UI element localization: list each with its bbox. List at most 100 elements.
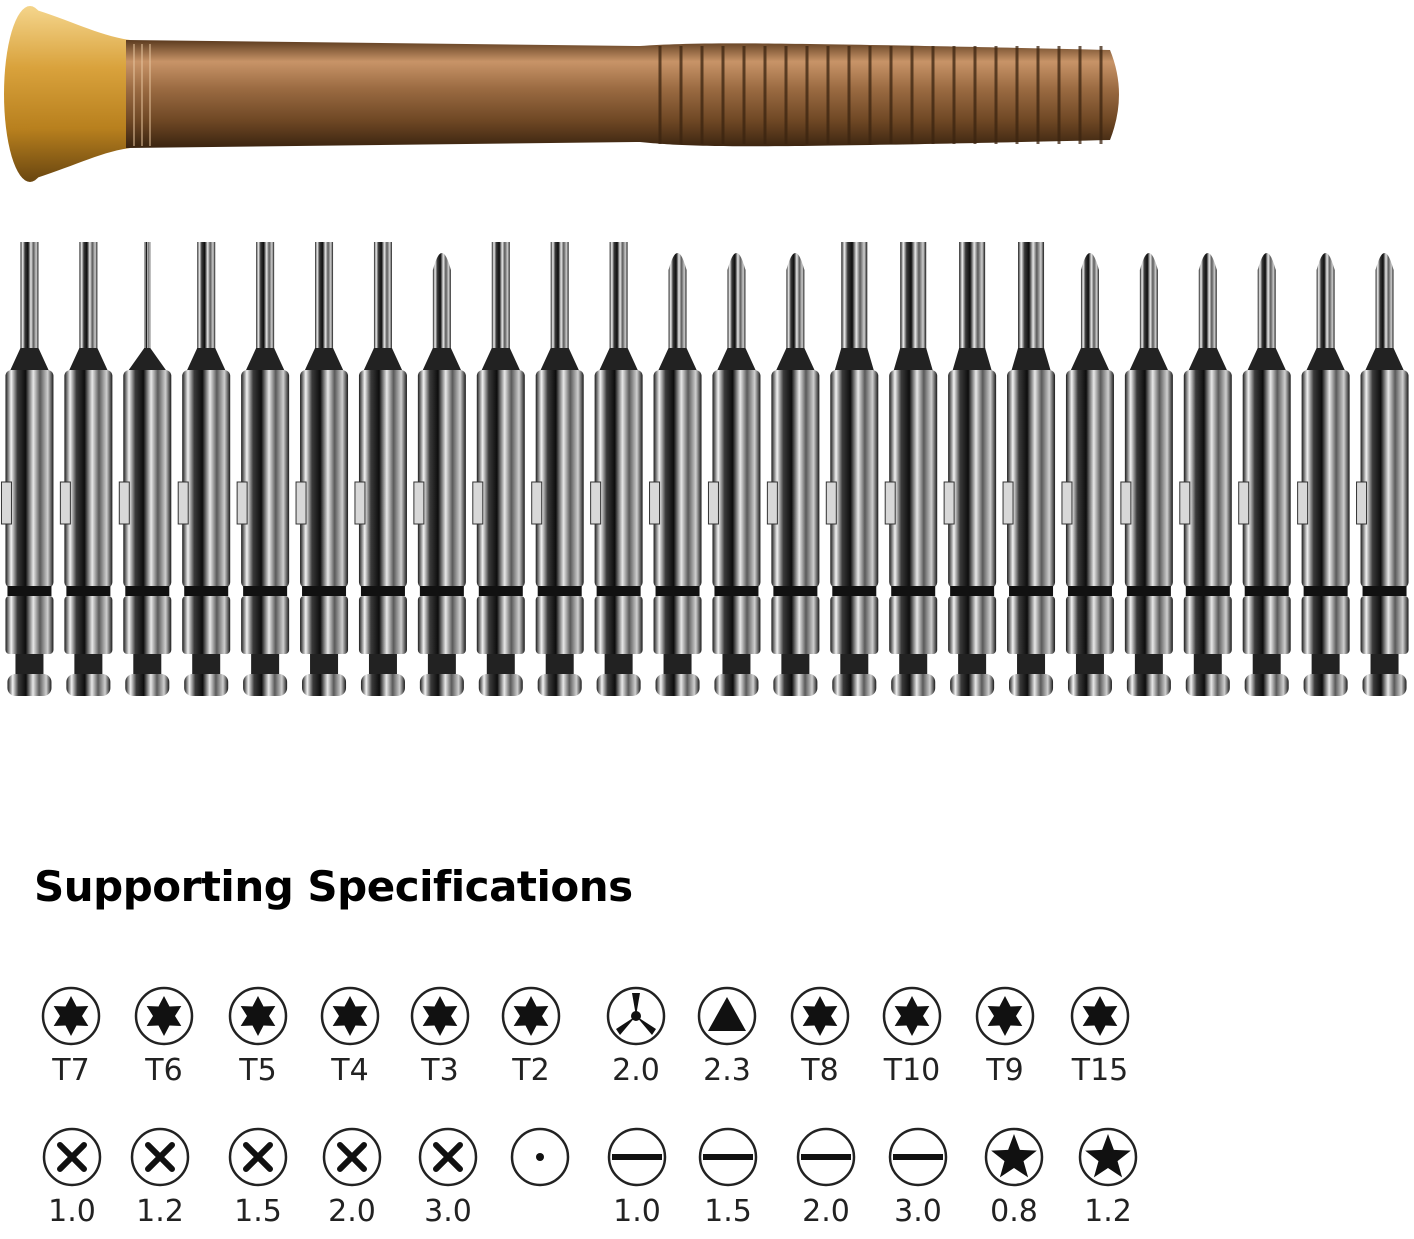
torx-icon [41,986,101,1046]
spec-label: 2.0 [802,1194,850,1229]
bit-collar [358,596,407,654]
pin-icon [510,1127,570,1187]
bit-neck [15,654,44,676]
bit-tip [1018,242,1045,352]
bit-shank [1183,370,1232,588]
bit-collar [1301,596,1350,654]
bit-groove [1362,586,1407,596]
bit-neck [1134,654,1163,676]
bit-taper [1069,348,1110,372]
bit-shank [830,370,879,588]
bit-collar [64,596,113,654]
spec-item: T7 [26,985,116,1095]
bit-neck [1017,654,1046,676]
bit-taper [1246,348,1287,372]
bit-collar [123,596,172,654]
bit-groove [7,586,52,596]
spec-label: 1.2 [136,1194,184,1229]
bit-groove [360,586,405,596]
bit-foot [891,674,936,696]
bit-notch [118,481,130,525]
bit [295,242,349,696]
bit-shank [358,370,407,588]
bit [825,242,879,696]
spec-label: T10 [883,1053,941,1088]
handle-body [126,40,1119,148]
bit-foot [596,674,641,696]
bit-shank [594,370,643,588]
torx-icon [134,986,194,1046]
bit-groove [302,586,347,596]
bit-neck [486,654,515,676]
phillips-icon [42,1127,102,1187]
bit-tip [550,242,569,352]
bit-foot [832,674,877,696]
bit-shank [1242,370,1291,588]
bit-foot [950,674,995,696]
bit-tip [491,242,510,352]
bit-foot [66,674,111,696]
bit-groove [1009,586,1054,596]
bit-notch [531,481,543,525]
spec-item: 1.2 [115,1126,205,1236]
bit-groove [655,586,700,596]
bit-notch [236,481,248,525]
slotted-icon [698,1127,758,1187]
bit-notch [825,481,837,525]
bit [1061,253,1114,696]
bit-neck [1311,654,1340,676]
bit-taper [9,348,50,372]
bit [531,242,584,696]
phillips-icon [228,1127,288,1187]
bit-groove [419,586,464,596]
spec-item: 1.2 [1063,1126,1153,1236]
bit-taper [480,348,521,372]
bit-taper [657,348,698,372]
bit-shank [948,370,997,588]
spec-item: 2.0 [591,985,681,1095]
bit-collar [1183,596,1232,654]
bit-groove [714,586,759,596]
bit [177,242,231,696]
bit-foot [714,674,759,696]
bit-tip [1198,253,1217,350]
bit-foot [1009,674,1054,696]
bit-collar [889,596,938,654]
bit-tip [315,242,334,352]
bit-groove [1185,586,1230,596]
spec-label: 1.2 [1084,1194,1132,1229]
bit-shank [653,370,702,588]
bit-collar [1360,596,1409,654]
bit-neck [368,654,397,676]
bit [707,253,761,696]
spec-label: 1.0 [48,1194,96,1229]
bit-groove [832,586,877,596]
bit-taper [598,348,639,372]
bit-collar [1007,596,1056,654]
bit-notch [766,481,778,525]
bit-tip [1257,253,1276,350]
bit-notch [1120,481,1132,525]
bit-tip [727,253,746,350]
bit-taper [952,348,993,372]
handle-flare [30,8,130,180]
bit-groove [596,586,641,596]
bit-notch [0,481,12,525]
spec-label: T7 [52,1053,90,1088]
spec-item: 3.0 [873,1126,963,1236]
bit-notch [1297,481,1309,525]
bit-tip [1316,253,1335,350]
spec-item: 1.0 [27,1126,117,1236]
bit-foot [1067,674,1112,696]
bit-neck [604,654,633,676]
bit-tip [609,242,628,352]
bit-taper [421,348,462,372]
bit-groove [773,586,818,596]
spec-label: 0.8 [990,1194,1038,1229]
spec-label: 2.0 [328,1194,376,1229]
spec-label: T15 [1071,1053,1129,1088]
bit-taper [362,348,403,372]
bit-neck [74,654,103,676]
bit-collar [948,596,997,654]
